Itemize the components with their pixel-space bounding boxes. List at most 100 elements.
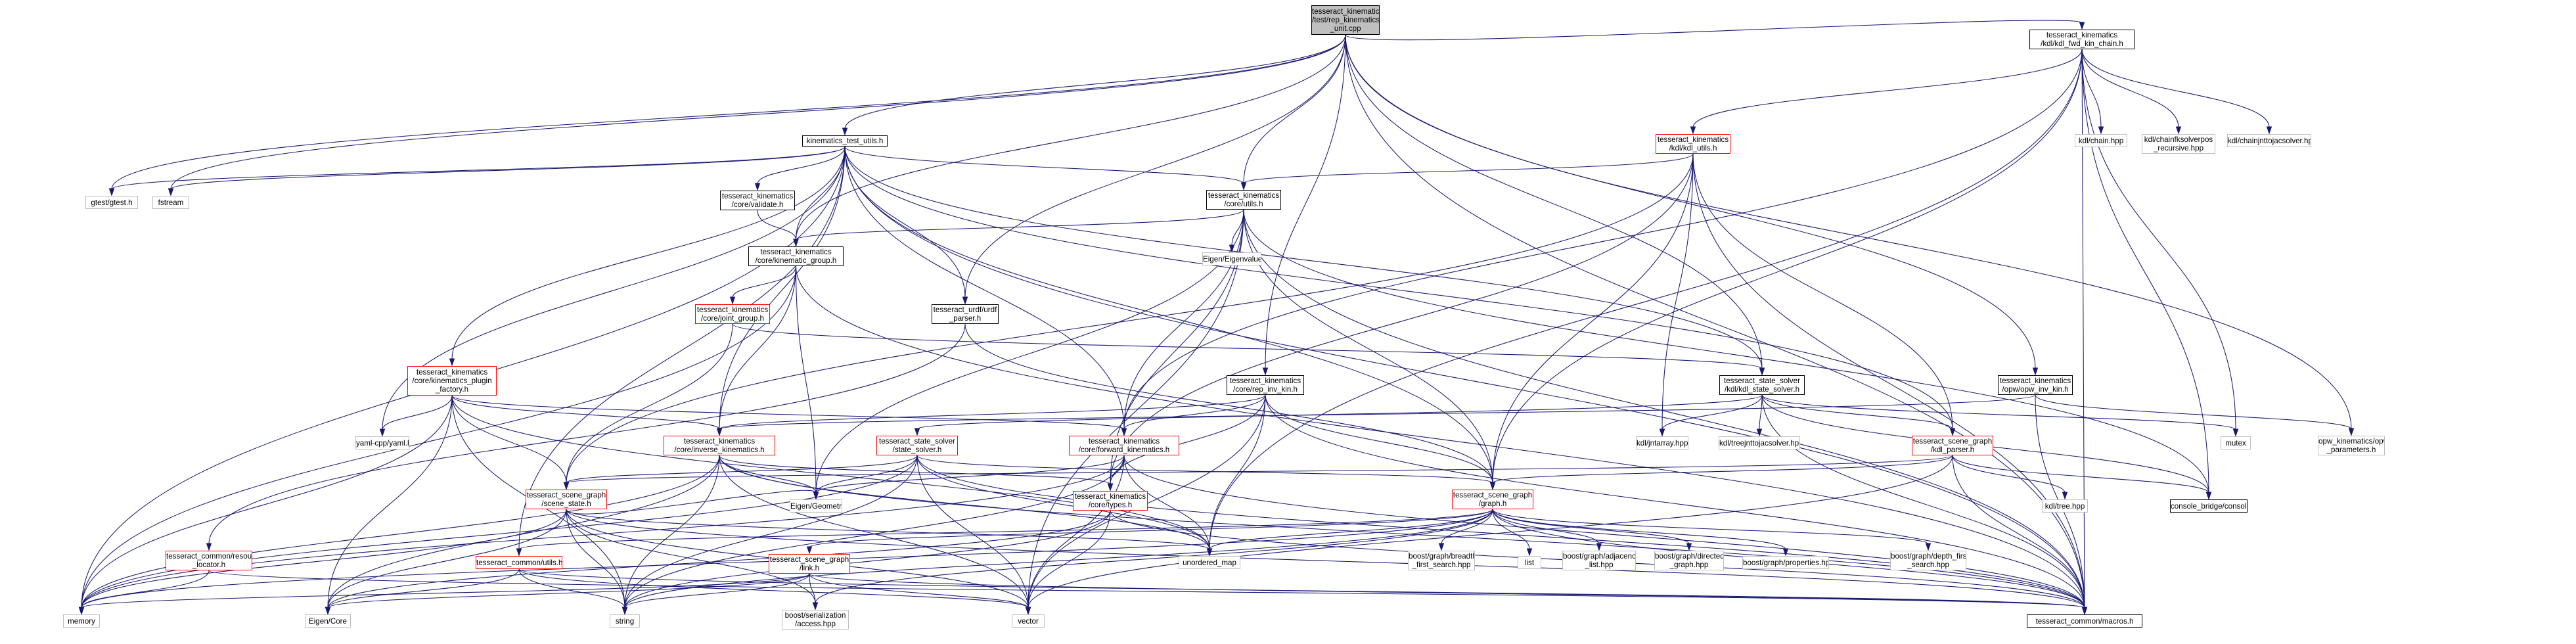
node-vector[interactable]: vector (1012, 614, 1045, 628)
edge-arrowhead (716, 428, 723, 436)
edge-state_solver-to-memory (78, 455, 918, 615)
edge-arrowhead (2266, 126, 2272, 135)
node-yaml-cpp[interactable]: yaml-cpp/yaml.h (355, 436, 409, 449)
node-core-types[interactable]: tesseract_kinematics/core/types.h (1073, 491, 1148, 511)
node-core-inverse-kinematics[interactable]: tesseract_kinematics/core/inverse_kinema… (664, 436, 775, 455)
edge-line (844, 146, 1493, 484)
edge-line (451, 395, 720, 430)
node-opw-parameters[interactable]: opw_kinematics/opw_parameters.h (2318, 436, 2385, 455)
edge-line (518, 146, 846, 550)
edge-line (1345, 34, 2085, 609)
edge-line (757, 210, 797, 241)
edge-arrowhead (962, 296, 968, 305)
node-scene-graph-link[interactable]: tesseract_scene_graph/link.h (769, 554, 850, 574)
node-string[interactable]: string (610, 614, 640, 628)
edge-line (451, 395, 1210, 550)
node-core-utils[interactable]: tesseract_kinematics/core/utils.h (1206, 190, 1281, 210)
edge-line (844, 146, 1244, 184)
node-common-macros[interactable]: tesseract_common/macros.h (2027, 614, 2142, 628)
edge-arrowhead (806, 546, 813, 555)
node-kdl-chainjnttojacsolver[interactable]: kdl/chainjnttojacsolver.hpp (2227, 134, 2311, 147)
edge-line (1492, 509, 1530, 550)
node-kdl-state-solver[interactable]: tesseract_state_solver/kdl/kdl_state_sol… (1719, 375, 1805, 395)
node-boost-adjacency[interactable]: boost/graph/adjacency_list.hpp (1562, 551, 1636, 570)
edge-inv_kin-to-eigen_core (325, 455, 720, 615)
node-boost-properties[interactable]: boost/graph/properties.hpp (1742, 556, 1829, 569)
edge-line (566, 490, 817, 515)
node-mutex[interactable]: mutex (2221, 436, 2251, 449)
edge-line (719, 394, 1266, 430)
node-core-forward-kinematics[interactable]: tesseract_kinematics/core/forward_kinema… (1069, 436, 1179, 455)
node-boost-bfs[interactable]: boost/graph/breadth_first_search.hpp (1408, 551, 1475, 570)
node-kdl-jntarray[interactable]: kdl/jntarray.hpp (1636, 436, 1688, 449)
node-kdl-fwd-kin-chain[interactable]: tesseract_kinematics/kdl/kdl_fwd_kin_cha… (2029, 30, 2135, 49)
node-console-bridge[interactable]: console_bridge/console.h (2170, 499, 2248, 513)
edge-test_utils-to-validate (754, 146, 846, 191)
edge-arrowhead (2205, 492, 2212, 500)
node-opw-inv-kin[interactable]: tesseract_kinematics/opw/opw_inv_kin.h (1998, 375, 2073, 395)
edge-line (844, 34, 1346, 129)
edge-line (566, 509, 2085, 609)
edge-arrowhead (2032, 367, 2039, 376)
edge-line (1243, 209, 1493, 484)
node-kinematics-plugin-factory[interactable]: tesseract_kinematics/core/kinematics_plu… (407, 366, 497, 396)
edge-kdl_fwd-to-kdl_utils (1690, 49, 2083, 135)
edge-line (111, 34, 1346, 190)
node-kinematics-test-utils[interactable]: kinematics_test_utils.h (802, 135, 888, 147)
edge-arrowhead (729, 296, 736, 305)
edge-plugin_factory-to-eigen_core (325, 395, 453, 615)
node-urdf-parser[interactable]: tesseract_urdf/urdf_parser.h (932, 304, 999, 324)
node-memory[interactable]: memory (63, 614, 100, 628)
edge-core_utils-to-eigen_geometry (813, 209, 1244, 500)
edge-test_utils-to-gtest (108, 146, 846, 196)
node-fstream[interactable]: fstream (152, 196, 189, 209)
node-boost-serialization[interactable]: boost/serialization/access.hpp (782, 610, 849, 630)
node-kdl-chainfksolverpos[interactable]: kdl/chainfksolverpos_recursive.hpp (2142, 134, 2215, 154)
edge-line (327, 455, 720, 609)
edge-kdl_fwd-to-mutex (2081, 49, 2239, 437)
edge-kdl_parser-to-graph (1489, 455, 1953, 490)
node-boost-directed[interactable]: boost/graph/directed_graph.hpp (1654, 551, 1724, 570)
edge-types-to-eigen_core (325, 510, 1111, 615)
edge-line (1492, 49, 2083, 484)
edge-line (916, 394, 1763, 430)
edge-kin_group-to-joint_group (729, 265, 797, 305)
edge-line (566, 455, 1953, 484)
node-boost-dfs[interactable]: boost/graph/depth_first_search.hpp (1890, 551, 1966, 570)
edge-arrowhead (1526, 548, 1533, 557)
edge-line (566, 509, 625, 609)
node-gtest[interactable]: gtest/gtest.h (85, 196, 138, 209)
node-core-kinematic-group[interactable]: tesseract_kinematics/core/kinematic_grou… (748, 246, 844, 266)
node-common-utils[interactable]: tesseract_common/utils.h (476, 556, 562, 569)
node-state-solver[interactable]: tesseract_state_solver/state_solver.h (876, 436, 958, 455)
edge-common_utils-to-string (518, 568, 628, 615)
edge-line (1209, 49, 2083, 550)
node-kdl-treejnttojacsolver[interactable]: kdl/treejnttojacsolver.hpp (1719, 436, 1800, 449)
node-kdl-utils[interactable]: tesseract_kinematics/kdl/kdl_utils.h (1656, 134, 1730, 154)
edge-arrowhead (793, 239, 799, 247)
edge-line (1661, 394, 1763, 430)
edge-kdl_utils-to-core_utils (1240, 153, 1694, 191)
node-eigen-geometry[interactable]: Eigen/Geometry (790, 499, 842, 513)
edge-kdl_parser-to-macros (1952, 455, 2088, 615)
node-core-joint-group[interactable]: tesseract_kinematics/core/joint_group.h (695, 304, 770, 324)
edge-line (1028, 455, 1953, 609)
edge-arrowhead (1925, 543, 1932, 551)
node-core-validate[interactable]: tesseract_kinematics/core/validate.h (720, 191, 795, 210)
edge-line (1492, 153, 1694, 484)
node-root[interactable]: tesseract_kinematics/test/rep_kinematics… (1311, 5, 1380, 35)
edge-graph-to-common_utils (516, 509, 1493, 557)
node-unordered-map[interactable]: unordered_map (1179, 556, 1240, 569)
node-kdl-tree[interactable]: kdl/tree.hpp (2042, 499, 2088, 513)
node-kdl-chain[interactable]: kdl/chain.hpp (2075, 134, 2127, 147)
node-eigen-eigenvalues[interactable]: Eigen/Eigenvalues (1202, 252, 1261, 265)
node-core-rep-inv-kin[interactable]: tesseract_kinematics/core/rep_inv_kin.h (1227, 375, 1304, 395)
node-list[interactable]: list (1518, 556, 1541, 569)
node-resource-locator[interactable]: tesseract_common/resource_locator.h (166, 551, 252, 570)
node-eigen-core[interactable]: Eigen/Core (305, 614, 351, 628)
edge-line (1492, 509, 1786, 550)
node-scene-graph[interactable]: tesseract_scene_graph/graph.h (1452, 490, 1533, 509)
node-scene-state[interactable]: tesseract_scene_graph/scene_state.h (526, 490, 607, 509)
node-kdl-parser[interactable]: tesseract_scene_graph/kdl_parser.h (1912, 436, 1993, 455)
